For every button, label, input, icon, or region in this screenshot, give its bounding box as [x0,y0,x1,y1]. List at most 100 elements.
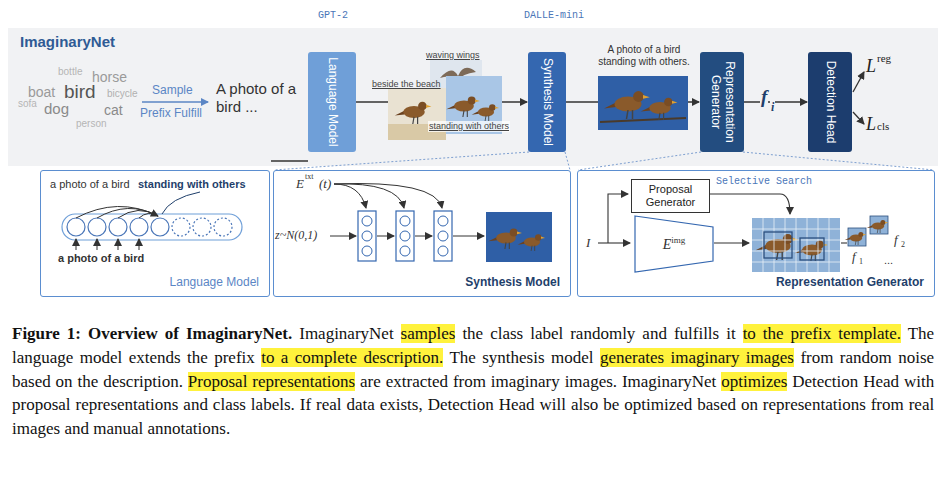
caption-word: model [551,348,594,367]
panel-title: Representation Generator [776,275,924,289]
drawn-rect [434,211,452,261]
caption-word: representations [763,395,866,414]
caption-word: the [462,324,483,343]
caption-word: of [165,324,179,343]
drawn-polyline [608,194,628,243]
drawn-line [796,218,797,272]
caption-word: the [187,348,208,367]
caption-word: be [603,395,619,414]
caption-word: noise [898,348,934,367]
caption-word: The [449,348,475,367]
caption-word: the [78,372,99,391]
label-text: A photo of a bird standing with others. [594,44,694,68]
caption-word: ImaginaryNet. [186,324,292,343]
drawn-rect [486,212,552,262]
drawn-path [334,184,442,209]
rotated-text-frame: Language Model [308,52,356,152]
caption-word: real [316,395,341,414]
highlighted-word: samples [401,324,456,343]
drawn-line [818,218,819,272]
label-text: DALLE-mini [524,10,584,22]
detail-panel: Synthesis Model [273,170,571,297]
module-box: Synthesis Model [528,52,566,152]
drawn-line [752,229,840,230]
highlighted-word: Proposal [188,372,252,391]
drawn-circle [400,231,410,241]
drawn-line [600,118,686,122]
loss-arrows [853,72,864,124]
label-text: cat [104,102,123,119]
label-text: 1 [859,257,863,267]
drawn-line [752,262,840,263]
drawn-line [76,239,77,250]
flow-arrow [744,101,807,102]
drawn-line [330,236,356,237]
drawn-circle [193,218,211,236]
caption-word: representations [76,395,179,414]
highlighted-word: template. [838,324,901,343]
drawn-circle [130,218,148,236]
drawn-circle [400,216,410,226]
caption-word: with [904,372,934,391]
label-text: 2 [901,240,905,250]
label-text: Selective Search [716,176,812,188]
caption-word: from [453,372,486,391]
label-text: sofa [18,98,37,110]
caption-word: and [64,419,89,438]
caption-word: Head [863,372,899,391]
highlighted-word: images [746,348,794,367]
label-text: txt [305,172,313,182]
highlighted-word: optimizes [721,372,787,391]
label-text: Prefix Fulfill [140,106,202,120]
drawn-use [518,234,545,251]
module-name: Synthesis Model [540,58,554,146]
encoder-superscript: img [671,235,685,245]
rotated-text-frame: Representation Generator [700,52,744,152]
highlighted-word: prefix [791,324,839,343]
drawn-path [162,192,200,214]
caption-word: class [213,395,246,414]
caption-word: on [56,372,73,391]
caption-word: Head [499,395,535,414]
drawn-line [714,242,749,243]
caption-word: labels. [251,395,295,414]
highlighted-word: the [763,324,791,343]
caption-word: from [871,395,904,414]
drawn-rect [388,88,446,140]
caption-word: language [12,348,73,367]
drawn-g [752,218,840,272]
trapezoid-shape [635,216,713,272]
caption-word: imaginary [491,372,560,391]
drawn-line [142,101,208,102]
drawn-rect [598,76,688,130]
highlighted-word: to [743,324,763,343]
detail-panel: Language Model [40,170,270,297]
label-text: i [770,100,775,114]
drawn-line [841,242,847,243]
label-text: standing with others [138,178,246,191]
caption-word: synthesis [482,348,544,367]
drawn-circle [362,216,372,226]
highlighted-word: complete [295,348,364,367]
drawn-rect [752,218,840,272]
caption-word: on [741,395,758,414]
drawn-use [488,229,522,249]
label-text: reg [877,52,891,65]
drawn-g [76,192,200,250]
drawn-line [752,240,840,241]
caption-word: also [571,395,598,414]
drawn-use [641,98,678,120]
drawn-circle [438,246,448,256]
encoder-symbol: E [663,237,672,252]
module-name: Detection Head [823,61,837,144]
caption-word: description. [103,372,183,391]
caption-word: If [300,395,311,414]
drawn-circle [214,218,232,236]
drawn-use [395,102,432,124]
drawn-path [76,206,158,218]
drawn-line [829,218,830,272]
drawn-use [845,232,866,245]
drawn-use [604,91,650,119]
highlighted-word: description. [364,348,444,367]
